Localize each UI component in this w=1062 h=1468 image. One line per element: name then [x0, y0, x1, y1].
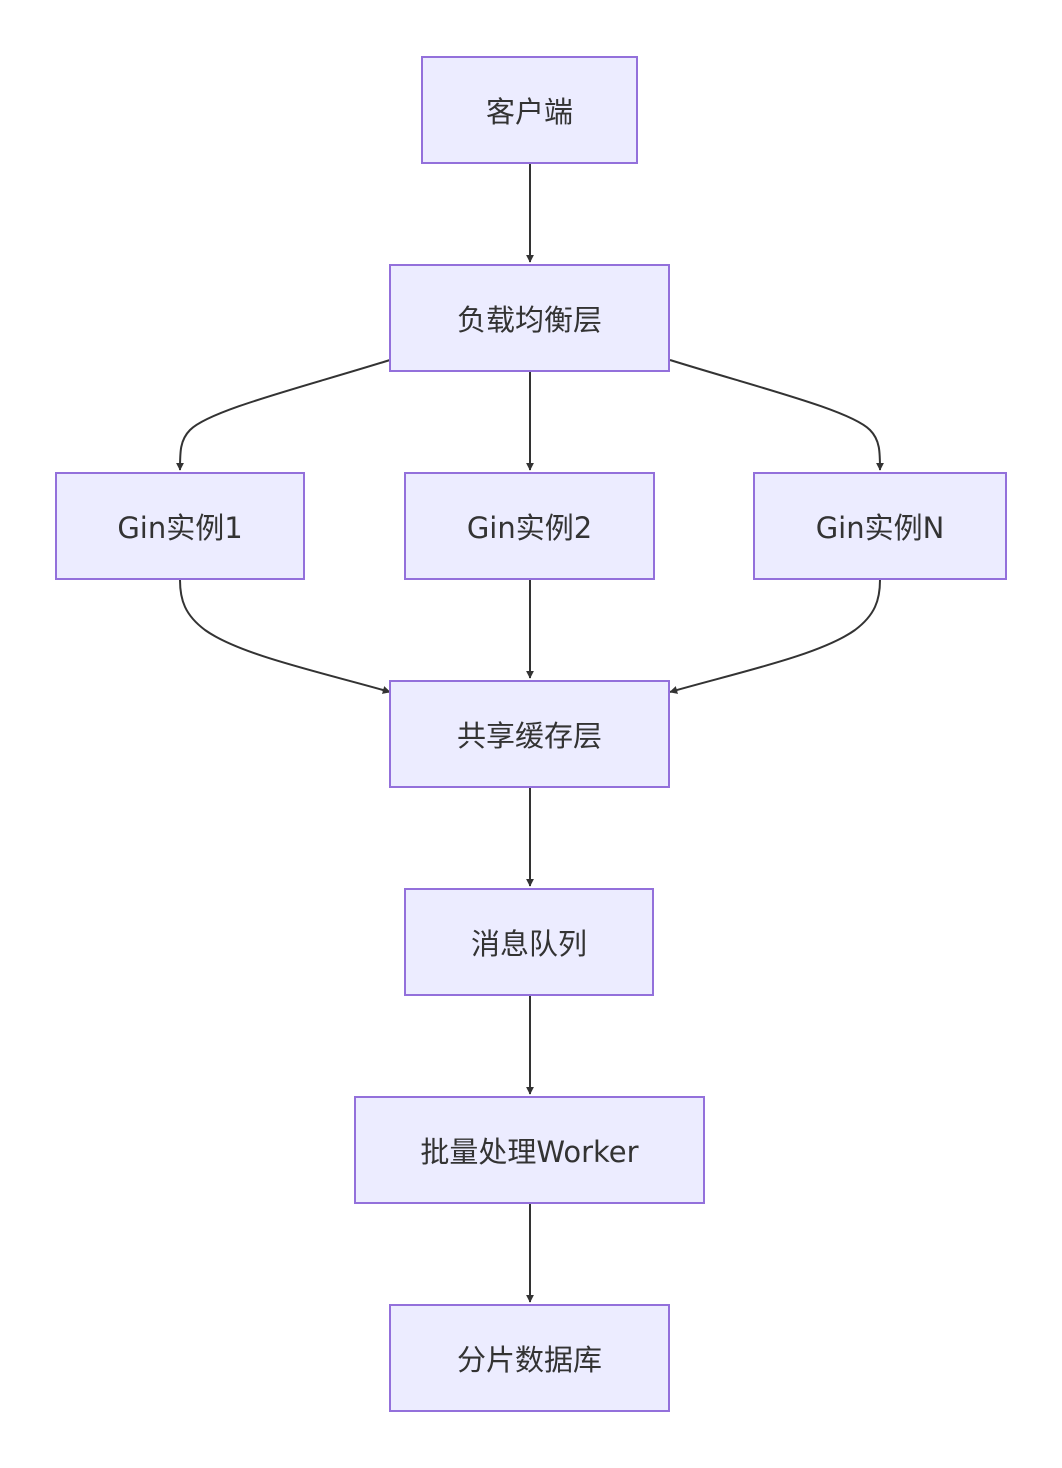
edge-gin1-to-cache	[179, 579, 391, 694]
node-message-queue-label: 消息队列	[470, 927, 587, 961]
node-client: 客户端	[421, 56, 638, 164]
node-sharded-database-label: 分片数据库	[456, 1343, 602, 1377]
node-gin-instance-2: Gin实例2	[404, 472, 655, 580]
node-gin-instance-1-label: Gin实例1	[117, 511, 243, 545]
node-client-label: 客户端	[485, 95, 573, 129]
node-shared-cache: 共享缓存层	[389, 680, 670, 788]
node-gin-instance-2-label: Gin实例2	[466, 511, 593, 545]
node-load-balancer: 负载均衡层	[389, 264, 670, 372]
node-shared-cache-label: 共享缓存层	[456, 719, 602, 753]
edge-ginN-to-cache	[669, 579, 881, 694]
node-sharded-database: 分片数据库	[389, 1304, 670, 1412]
node-gin-instance-n-label: Gin实例N	[815, 511, 945, 545]
node-message-queue: 消息队列	[404, 888, 654, 996]
edge-load-balancer-to-ginN	[669, 359, 884, 471]
node-gin-instance-1: Gin实例1	[55, 472, 305, 580]
node-load-balancer-label: 负载均衡层	[456, 303, 602, 337]
node-batch-worker-label: 批量处理Worker	[420, 1135, 639, 1169]
node-gin-instance-n: Gin实例N	[753, 472, 1007, 580]
node-batch-worker: 批量处理Worker	[354, 1096, 705, 1204]
edge-load-balancer-to-gin1	[176, 359, 391, 471]
